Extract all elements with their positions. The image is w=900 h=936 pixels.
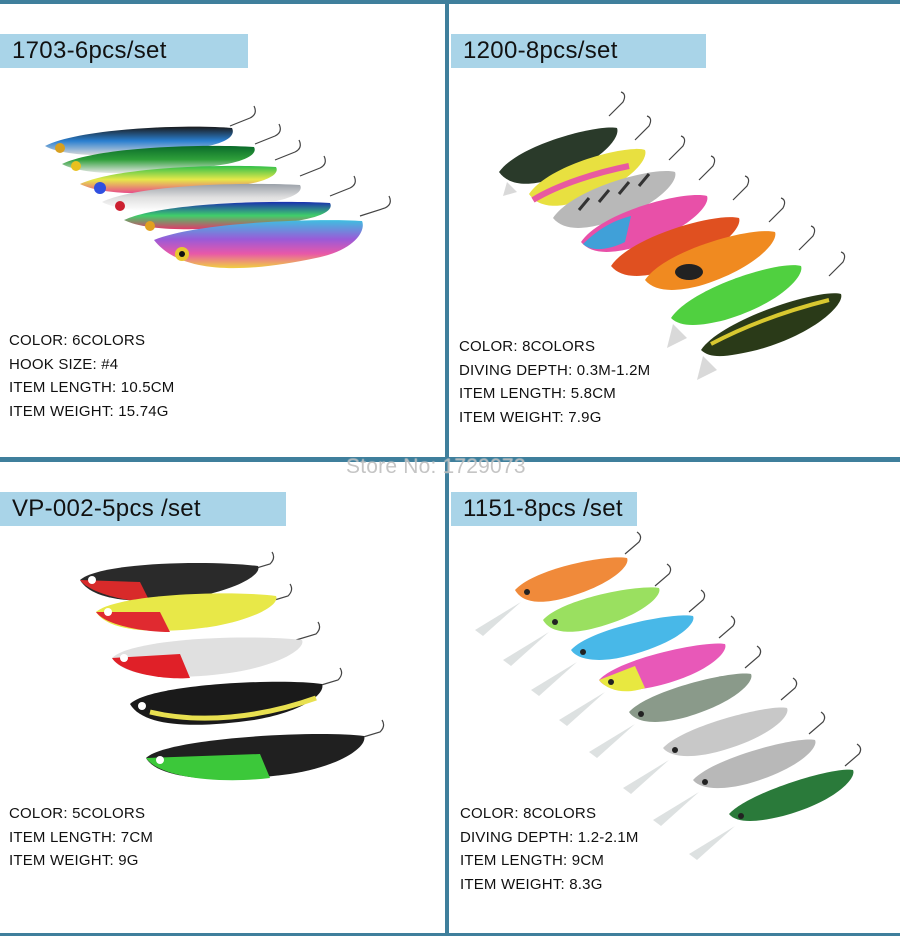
- product-panel-1151: 1151-8pcs /set COLOR: 8COLORS DIVING DEP…: [449, 462, 900, 933]
- spec-list: COLOR: 8COLORS DIVING DEPTH: 0.3M-1.2M I…: [459, 335, 650, 429]
- spec-item-length: ITEM LENGTH: 9CM: [460, 852, 605, 869]
- panel-title: VP-002-5pcs /set: [0, 492, 286, 526]
- spec-diving-depth: DIVING DEPTH: 1.2-2.1M: [460, 828, 639, 846]
- product-panel-vp002: VP-002-5pcs /set COLOR: 5COLORS ITEM LEN…: [0, 462, 445, 933]
- spec-item-length: ITEM LENGTH: 10.5CM: [9, 379, 175, 396]
- panel-title: 1151-8pcs /set: [451, 492, 637, 526]
- spec-hook-size: HOOK SIZE: #4: [9, 355, 119, 373]
- product-panel-1703: 1703-6pcs/set COLOR: 6COLORS HOOK SIZE:: [0, 4, 445, 457]
- spec-diving-depth: DIVING DEPTH: 0.3M-1.2M: [459, 361, 651, 379]
- lure-set-image: [499, 91, 846, 380]
- spec-item-length: ITEM LENGTH: 7CM: [9, 828, 154, 846]
- horizontal-divider: [0, 457, 900, 462]
- vertical-divider: [445, 0, 449, 936]
- spec-item-length: ITEM LENGTH: 5.8CM: [459, 385, 616, 402]
- spec-item-weight: ITEM WEIGHT: 9G: [9, 852, 139, 869]
- spec-item-weight: ITEM WEIGHT: 15.74G: [9, 402, 169, 420]
- spec-color: COLOR: 6COLORS: [9, 332, 146, 349]
- lure-set-image: [80, 551, 385, 781]
- spec-list: COLOR: 6COLORS HOOK SIZE: #4 ITEM LENGTH…: [9, 329, 175, 423]
- spec-item-weight: ITEM WEIGHT: 7.9G: [459, 408, 602, 426]
- spec-list: COLOR: 5COLORS ITEM LENGTH: 7CM ITEM WEI…: [9, 802, 153, 873]
- panel-title: 1703-6pcs/set: [0, 34, 248, 68]
- spec-color: COLOR: 5COLORS: [9, 805, 146, 822]
- spec-list: COLOR: 8COLORS DIVING DEPTH: 1.2-2.1M IT…: [460, 802, 639, 896]
- spec-color: COLOR: 8COLORS: [460, 805, 597, 822]
- spec-color: COLOR: 8COLORS: [459, 338, 596, 355]
- panel-title: 1200-8pcs/set: [451, 34, 706, 68]
- product-panel-1200: 1200-8pcs/set COLOR: 8COLOR: [449, 4, 900, 457]
- spec-item-weight: ITEM WEIGHT: 8.3G: [460, 875, 603, 893]
- lure-set-image: [45, 105, 391, 269]
- lure-set-image: [475, 531, 862, 860]
